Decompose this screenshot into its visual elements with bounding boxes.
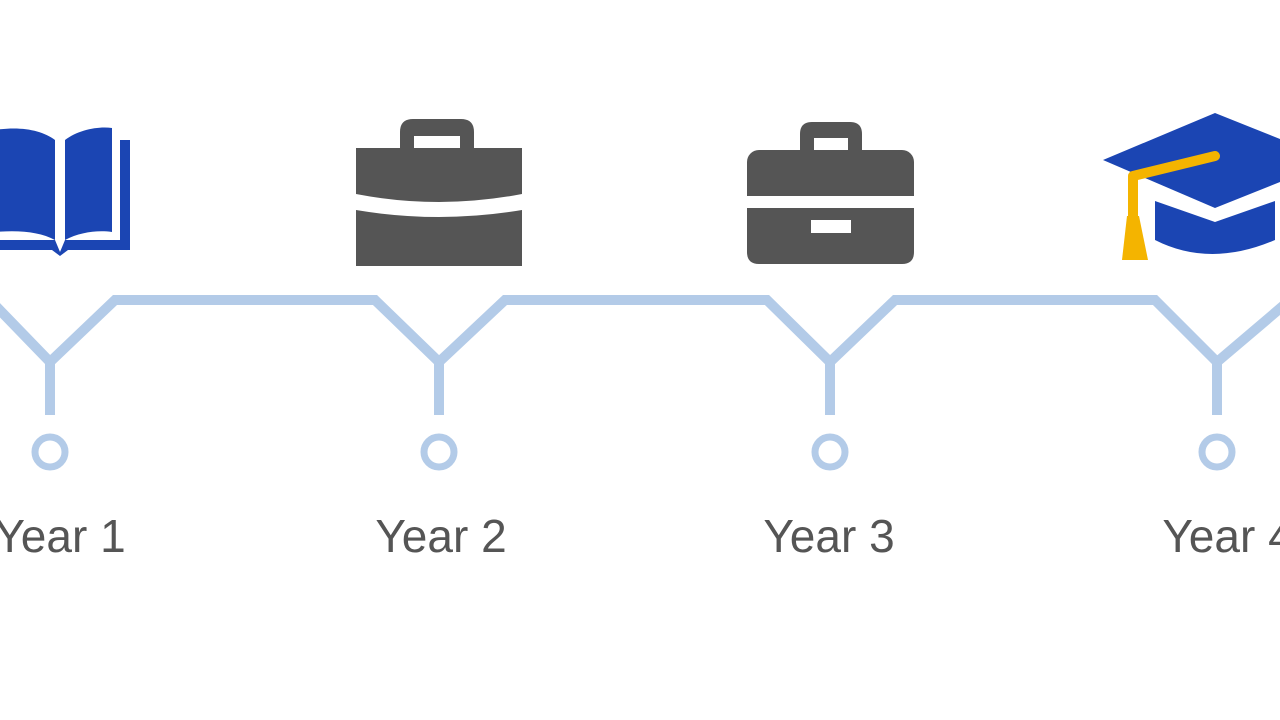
milestone-node-3 bbox=[811, 362, 849, 471]
milestone-label-2: Year 2 bbox=[375, 510, 506, 562]
milestone-node-4 bbox=[1198, 362, 1236, 471]
milestone-node-1 bbox=[31, 362, 69, 471]
graduation-cap-icon bbox=[1103, 113, 1280, 260]
milestone-node-2 bbox=[420, 362, 458, 471]
book-icon bbox=[0, 127, 130, 256]
milestone-label-3: Year 3 bbox=[763, 510, 894, 562]
timeline-connector-line bbox=[0, 295, 1280, 370]
briefcase-icon bbox=[747, 122, 914, 264]
milestone-label-4: Year 4 bbox=[1162, 510, 1280, 562]
briefcase-icon bbox=[356, 119, 522, 266]
milestone-label-1: Year 1 bbox=[0, 510, 126, 562]
